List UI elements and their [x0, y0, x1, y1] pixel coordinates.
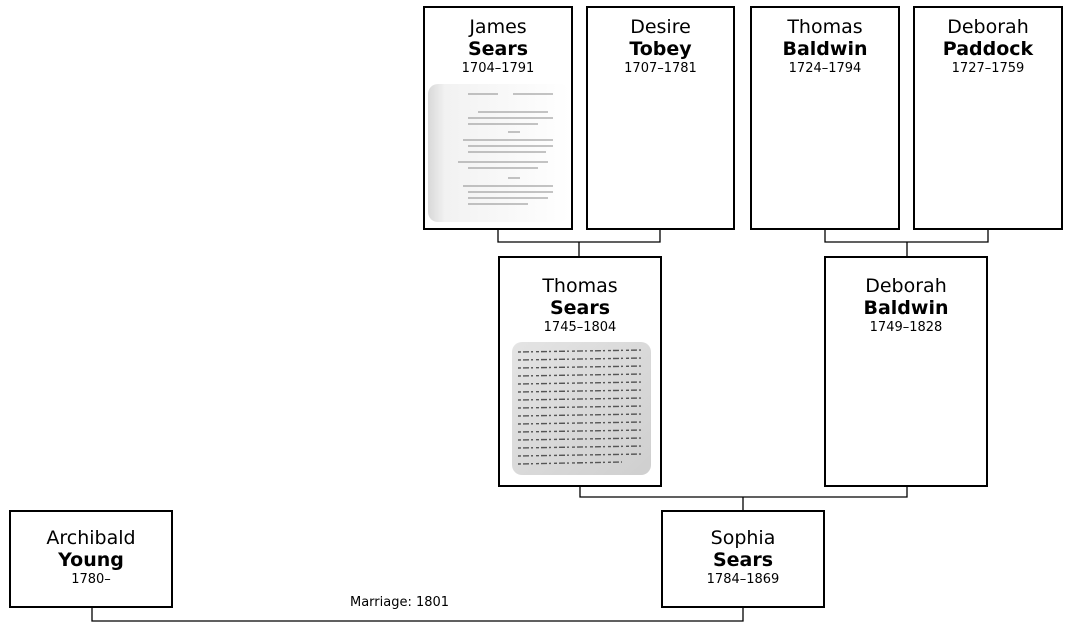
person-card-deborah-baldwin[interactable]: Deborah Baldwin 1749–1828 [824, 256, 988, 487]
surname: Tobey [629, 38, 692, 60]
surname: Sears [467, 38, 529, 60]
person-card-james-sears[interactable]: James Sears 1704–1791 [423, 6, 573, 230]
given-name: Archibald [46, 527, 136, 549]
connector-sears-parents [497, 229, 661, 257]
connector-baldwin-parents [824, 229, 989, 257]
life-years: 1704–1791 [461, 61, 535, 76]
given-name: Deborah [865, 275, 947, 297]
life-years: 1724–1794 [788, 61, 862, 76]
given-name: Thomas [787, 16, 863, 38]
given-name: Sophia [710, 527, 776, 549]
document-photo[interactable] [512, 342, 651, 475]
marriage-label: Marriage: 1801 [350, 595, 450, 610]
life-years: 1707–1781 [624, 61, 697, 76]
document-photo[interactable] [428, 84, 570, 222]
surname: Sears [712, 549, 774, 571]
life-years: 1727–1759 [951, 61, 1025, 76]
person-card-thomas-sears[interactable]: Thomas Sears 1745–1804 [498, 256, 662, 487]
surname: Sears [549, 297, 611, 319]
life-years: 1749–1828 [869, 320, 943, 335]
given-name: James [469, 16, 527, 38]
surname: Young [58, 549, 124, 571]
life-years: 1745–1804 [543, 320, 617, 335]
person-card-thomas-baldwin[interactable]: Thomas Baldwin 1724–1794 [750, 6, 900, 230]
connector-sophia-parents [579, 486, 908, 511]
surname: Paddock [942, 38, 1034, 60]
surname: Baldwin [782, 38, 868, 60]
given-name: Thomas [542, 275, 618, 297]
life-years: 1784–1869 [706, 572, 780, 587]
given-name: Deborah [947, 16, 1029, 38]
surname: Baldwin [863, 297, 949, 319]
given-name: Desire [630, 16, 691, 38]
person-card-sophia-sears[interactable]: Sophia Sears 1784–1869 [661, 510, 825, 608]
person-card-deborah-paddock[interactable]: Deborah Paddock 1727–1759 [913, 6, 1063, 230]
person-card-desire-tobey[interactable]: Desire Tobey 1707–1781 [586, 6, 735, 230]
life-years: 1780– [71, 572, 111, 587]
person-card-archibald-young[interactable]: Archibald Young 1780– [9, 510, 173, 608]
